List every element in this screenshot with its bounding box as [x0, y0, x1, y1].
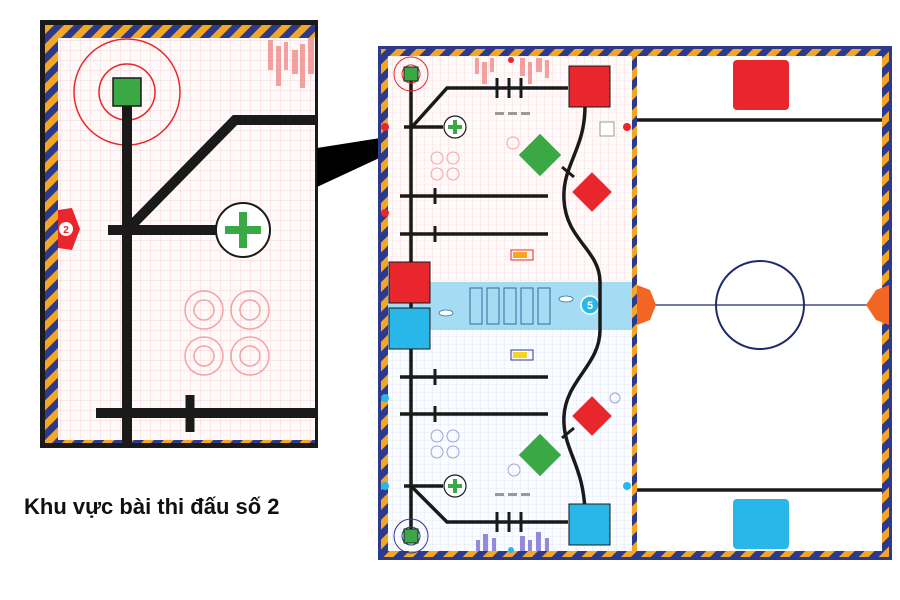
lower-skyline-decor — [476, 532, 549, 551]
lower-curve-line — [562, 329, 602, 517]
lower-decor-circles — [430, 429, 460, 459]
arena-right-goal — [866, 285, 889, 325]
side-markers — [381, 57, 631, 553]
zoom-inset: 2 — [40, 20, 318, 448]
bottom-start-green-square — [403, 528, 419, 544]
bottom-start-ring — [393, 518, 429, 554]
recycle-icons — [506, 136, 621, 477]
line-network — [400, 80, 602, 534]
upper-curve-line — [562, 105, 602, 283]
red-diamond-upper — [572, 172, 612, 212]
inset-diagonal-line — [123, 115, 315, 234]
top-diagonal-line — [409, 86, 568, 130]
inset-decor-circles — [184, 290, 270, 376]
red-block-left — [388, 261, 431, 304]
blue-block-bottom — [568, 503, 611, 546]
white-square-marker — [599, 121, 615, 137]
boat-icon — [558, 295, 574, 303]
channel-bars — [469, 287, 551, 325]
lane-marker-number: 5 — [587, 300, 593, 312]
half-divider — [632, 49, 637, 557]
inset-grid — [58, 38, 315, 440]
inset-skyline-decor — [268, 38, 314, 88]
tick-marks — [433, 78, 575, 532]
caption: Khu vực bài thi đấu số 2 — [24, 494, 280, 519]
top-start-ring — [393, 56, 429, 92]
zoom-marker-number: 2 — [63, 225, 69, 236]
arena-red-goal-block — [733, 60, 789, 110]
top-start-green-square — [403, 66, 419, 82]
upper-skyline-decor — [475, 58, 549, 84]
start-green-square — [112, 77, 142, 107]
blue-block-left — [388, 307, 431, 350]
upper-decor-circles — [430, 151, 460, 181]
main-board: 5 — [378, 46, 892, 560]
arena-blue-goal-block — [733, 499, 789, 549]
arena-left-goal — [637, 285, 656, 325]
red-diamond-lower — [572, 396, 612, 436]
boat-icon-2 — [438, 309, 454, 317]
arena-field — [637, 56, 882, 551]
plus-icon-h — [225, 226, 261, 234]
arena-center-circle — [715, 260, 805, 350]
bottom-diagonal-line — [409, 484, 568, 524]
red-block-top — [568, 65, 611, 108]
battery-icons — [510, 249, 534, 361]
zoom-marker-circle — [59, 222, 73, 236]
dash-marks — [495, 112, 530, 496]
